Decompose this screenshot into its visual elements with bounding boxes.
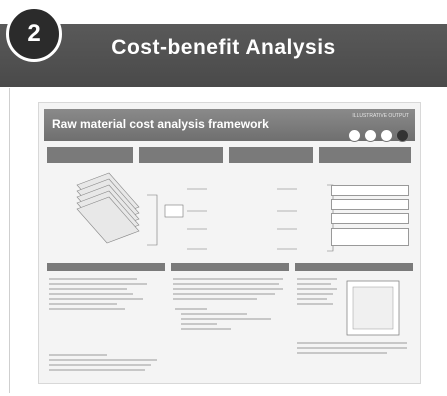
slide-thumbnail: Raw material cost analysis framework ILL…	[38, 102, 421, 384]
section-header-1	[47, 263, 165, 271]
circle-icon	[380, 129, 393, 142]
column-header-1	[47, 147, 133, 163]
column-header-3	[229, 147, 313, 163]
page-title: Cost-benefit Analysis	[111, 36, 336, 59]
result-box-2	[331, 199, 409, 210]
result-box-1	[331, 185, 409, 196]
section-header-3	[295, 263, 413, 271]
column-header-4	[319, 147, 411, 163]
column-header-2	[139, 147, 223, 163]
thumbnail-tag: ILLUSTRATIVE OUTPUT	[352, 113, 409, 119]
left-divider-line	[9, 88, 10, 393]
slide-number-badge: 2	[6, 6, 62, 62]
progress-circles	[348, 129, 409, 142]
section-content-lines	[49, 278, 407, 371]
header-top-strip	[0, 0, 447, 24]
thumbnail-title: Raw material cost analysis framework	[52, 117, 269, 131]
circle-icon	[364, 129, 377, 142]
thumbnail-header: Raw material cost analysis framework ILL…	[44, 109, 415, 142]
circle-icon	[348, 129, 361, 142]
section-header-2	[171, 263, 289, 271]
framework-diagram	[76, 172, 334, 252]
circle-icon	[396, 129, 409, 142]
result-box-4	[331, 228, 409, 246]
result-box-3	[331, 213, 409, 224]
